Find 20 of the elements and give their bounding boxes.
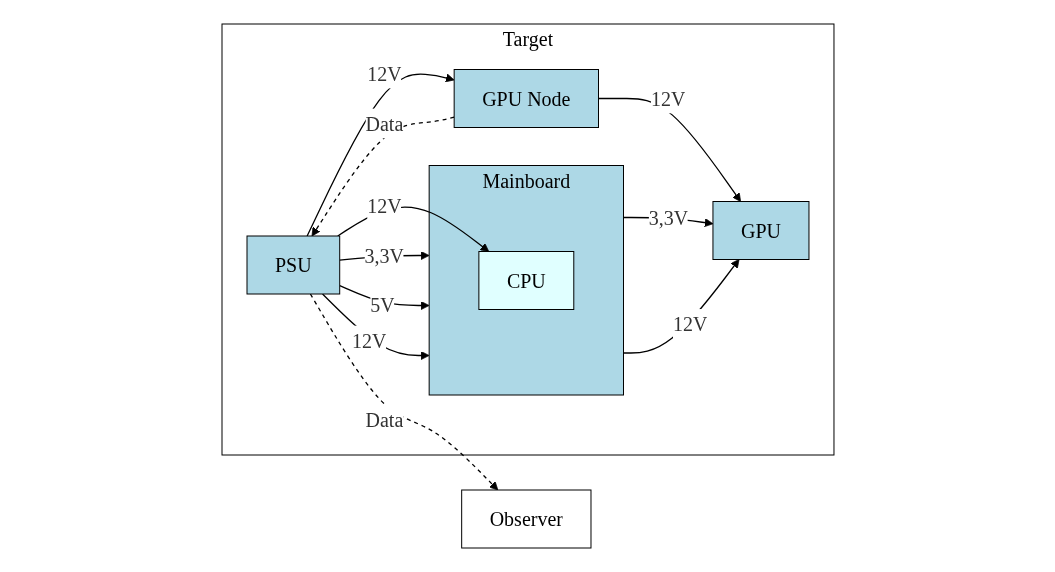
arrow: [321, 293, 430, 360]
edge-label: Data: [365, 409, 403, 431]
edge-label: 3,3V: [364, 244, 404, 267]
arrow: [309, 293, 498, 491]
arrow: [622, 259, 739, 354]
node-box: PSU: [246, 235, 340, 295]
arrow: [306, 73, 455, 237]
node-box: Observer: [460, 489, 591, 549]
edge-label: 12V: [366, 194, 402, 217]
arrow: [311, 116, 455, 237]
edge-label: 12V: [672, 313, 707, 336]
edge-label: 12V: [366, 62, 402, 85]
edge-label: 12V: [351, 329, 387, 352]
edge-label: Data: [365, 112, 403, 135]
edge-label: 3,3V: [648, 206, 688, 229]
node-box: CPU: [477, 251, 574, 310]
node-box: GPU: [711, 201, 809, 260]
edge-label: 5V: [369, 293, 395, 316]
node-box: GPU Node: [453, 69, 599, 128]
edge-label: 12V: [650, 87, 685, 110]
